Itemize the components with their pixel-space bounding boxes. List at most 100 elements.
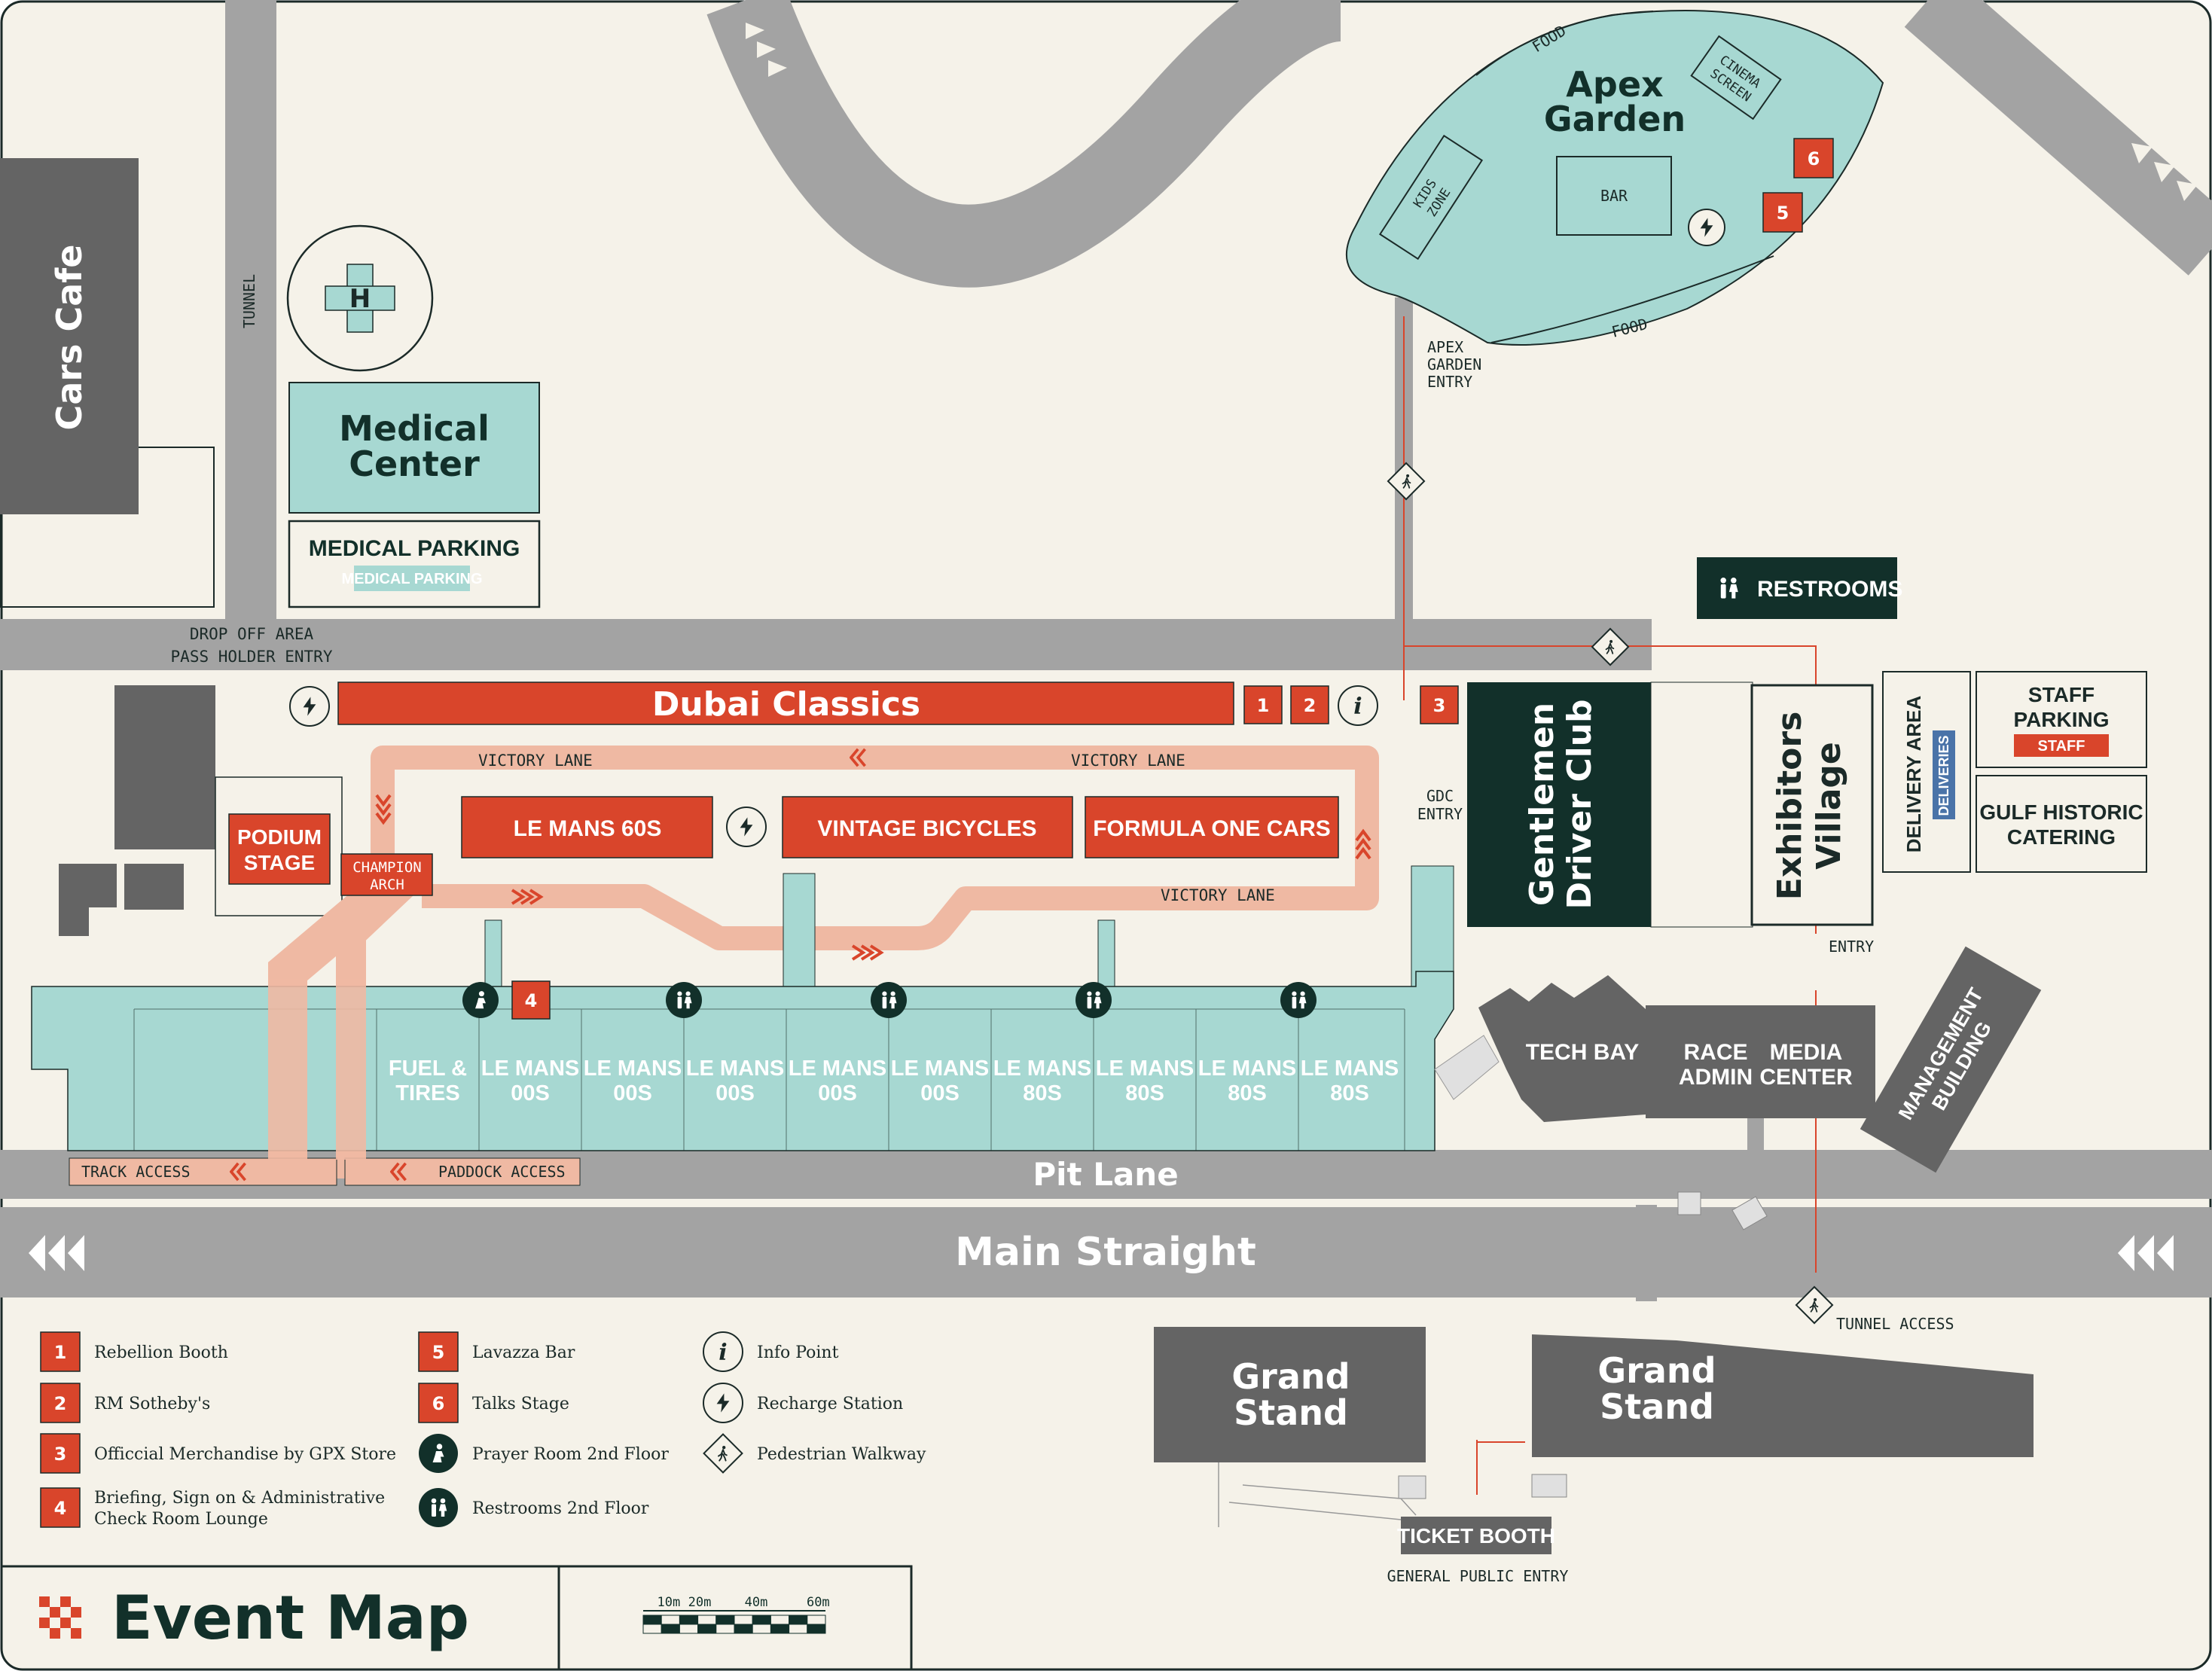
legend-label: Restrooms 2nd Floor — [472, 1499, 649, 1518]
apex-booth-6-box — [1793, 138, 1834, 178]
paddock-access-strip — [344, 1157, 581, 1186]
legend-label: Lavazza Bar — [472, 1343, 575, 1362]
legend-item-8: Restrooms 2nd Floor — [419, 1488, 649, 1527]
dubai-classics-banner — [337, 682, 1234, 725]
tunnel-support-b — [1731, 1196, 1768, 1230]
legend-item-7: Prayer Room 2nd Floor — [419, 1434, 669, 1473]
garage-label-9-line1: LE MANS — [1198, 1057, 1297, 1081]
restrooms-label: RESTROOMS — [1757, 577, 1902, 602]
garage-label-7-line1: LE MANS — [993, 1057, 1092, 1081]
exhibitors-line2: Village — [1810, 742, 1848, 870]
deliveries-tag — [1933, 730, 1955, 819]
general-public-entry-label: GENERAL PUBLIC ENTRY — [1387, 1567, 1569, 1585]
race-admin-media-building — [1646, 1005, 1875, 1118]
apex-entry-line1: APEX — [1427, 338, 1463, 356]
gdc-entry-line1: GDC — [1426, 787, 1454, 805]
legend-label: Talks Stage — [472, 1395, 569, 1413]
helipad: H — [286, 224, 434, 372]
track-north-east — [1904, 0, 2212, 276]
delivery-area — [1882, 671, 1971, 873]
legend-restroom-badge — [419, 1488, 458, 1527]
pit-facilities — [462, 980, 1317, 1020]
legend-badge — [418, 1383, 459, 1423]
garage-label-9-line2: 80S — [1228, 1081, 1267, 1105]
victory-lane-label-1: VICTORY LANE — [478, 752, 593, 770]
legend-label: Info Point — [757, 1343, 839, 1362]
victory-lane-loop — [371, 746, 1379, 950]
apex-bar — [1556, 156, 1672, 236]
tunnel-road — [225, 0, 276, 625]
legend-info-badge — [703, 1331, 743, 1372]
booth-2-num: 2 — [1304, 695, 1317, 716]
walkway-diamonds — [1387, 462, 1834, 1325]
booth-4-num: 4 — [525, 990, 538, 1011]
info-point-letter: i — [1353, 694, 1362, 720]
cars-cafe-building — [0, 158, 139, 514]
deliveries-tag-text: DELIVERIES — [1936, 735, 1951, 816]
tech-bay-building — [1478, 975, 1646, 1122]
medical-center — [288, 382, 540, 514]
vintage-bicycles-box — [782, 796, 1073, 858]
medical-parking-tag-text: MEDICAL PARKING — [341, 571, 482, 587]
garage-label-1-line1: FUEL & — [389, 1057, 467, 1081]
apex-food-arc-top — [1475, 11, 1654, 76]
le-mans-60s-label: LE MANS 60S — [514, 816, 662, 841]
apex-garden-title-line1: Apex — [1566, 64, 1663, 105]
apex-garden-area — [1345, 10, 1884, 346]
apex-booth-5-box — [1762, 192, 1803, 233]
scale-label-1: 10m — [657, 1595, 681, 1610]
legend-badge — [40, 1487, 81, 1528]
grandstand-west — [1154, 1327, 1426, 1462]
legend-label: Prayer Room 2nd Floor — [472, 1445, 669, 1464]
west-building-a — [114, 685, 215, 849]
garage-label-3-line2: 00S — [613, 1081, 652, 1105]
gdc-label-line2: Driver Club — [1561, 699, 1599, 909]
tunnel-support-a — [1677, 1191, 1701, 1215]
west-building-b — [59, 864, 117, 936]
champion-arch-line2: ARCH — [370, 877, 404, 893]
garage-label-2-line2: 00S — [511, 1081, 550, 1105]
service-road-a — [1747, 1115, 1764, 1196]
legend-badge — [40, 1331, 81, 1372]
garage-label-5-line1: LE MANS — [789, 1057, 887, 1081]
drop-off-line1: DROP OFF AREA — [190, 625, 314, 643]
garage-label-8-line1: LE MANS — [1096, 1057, 1194, 1081]
management-building: MANAGEMENT BUILDING — [1860, 946, 2042, 1173]
tunnel-access-label: TUNNEL ACCESS — [1836, 1315, 1954, 1333]
champion-arch-box — [340, 853, 433, 896]
apex-booth-5-num: 5 — [1777, 203, 1789, 224]
track-access-label: TRACK ACCESS — [81, 1163, 191, 1181]
legend-badge-number: 2 — [54, 1393, 67, 1414]
grandstand-west-line1: Grand — [1231, 1356, 1350, 1397]
gdc-label-line1: Gentlemen — [1523, 703, 1561, 906]
victory-lane-over-pit-2 — [336, 979, 366, 1160]
garage-label-4-line2: 00S — [715, 1081, 755, 1105]
legend-label: Recharge Station — [757, 1395, 903, 1413]
garage-label-2-line1: LE MANS — [481, 1057, 580, 1081]
medical-parking-tag — [354, 566, 470, 591]
track-curve — [706, 0, 1344, 288]
legend-walkway-badge — [703, 1433, 743, 1474]
grandstand-east-line1: Grand — [1597, 1350, 1716, 1391]
garage-label-1-line2: TIRES — [395, 1081, 459, 1105]
garage-label-6-line2: 00S — [920, 1081, 960, 1105]
booth-1-num: 1 — [1257, 695, 1270, 716]
info-point-circle — [1338, 685, 1378, 726]
west-building-c — [124, 864, 184, 910]
scale-label-4: 60m — [807, 1595, 830, 1610]
exhibitors-entry-label: ENTRY — [1829, 938, 1874, 956]
media-center-line2: CENTER — [1759, 1065, 1853, 1090]
ticket-booth-label: TICKET BOOTH — [1397, 1524, 1555, 1548]
podium-stage-line1: PODIUM — [237, 825, 322, 849]
exhibitors-line1: Exhibitors — [1771, 712, 1809, 901]
track-direction-arrows — [746, 23, 2198, 201]
tech-bay-label: TECH BAY — [1526, 1040, 1640, 1065]
paddock-access-label: PADDOCK ACCESS — [438, 1163, 566, 1181]
grandstand-fence — [1218, 1462, 1417, 1527]
